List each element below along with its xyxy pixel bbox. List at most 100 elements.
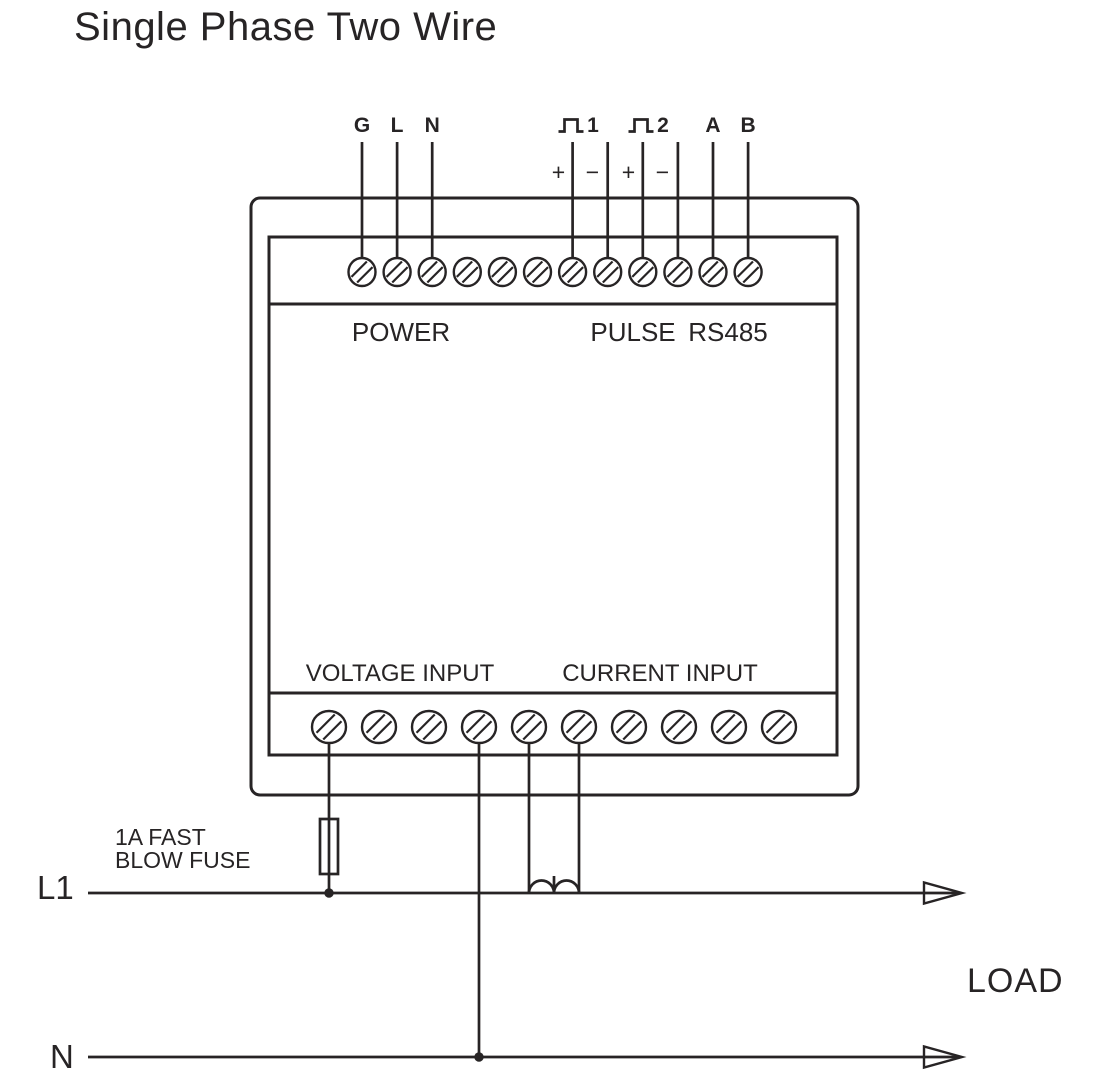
screw-slot-line — [631, 260, 649, 278]
terminal-screw — [382, 256, 412, 288]
pulse2-symbol-icon — [628, 118, 654, 133]
screw-slot-line — [701, 260, 719, 278]
screw-slot-line — [637, 266, 655, 284]
page-title: Single Phase Two Wire — [74, 5, 497, 49]
terminal-screw — [593, 256, 623, 288]
screw-slot-line — [515, 713, 536, 734]
screw-slot-line — [722, 720, 743, 741]
neutral-terminal-label: N — [425, 114, 440, 137]
terminal-screw — [663, 256, 693, 288]
screw-slot-line — [455, 260, 473, 278]
rs485-b-terminal-label: B — [741, 114, 756, 137]
screw-slot-line — [772, 720, 793, 741]
power-section-label: POWER — [352, 317, 450, 347]
fuse-note-line1: 1A FAST — [115, 824, 206, 850]
screw-slot-line — [365, 713, 386, 734]
terminal-screw — [360, 709, 398, 745]
screw-slot-line — [420, 260, 438, 278]
load-label: LOAD — [967, 962, 1064, 1000]
pulse2-minus-label: − — [656, 159, 669, 185]
device-outline — [249, 196, 860, 797]
terminal-screw — [733, 256, 763, 288]
voltage-input-section-label: VOLTAGE INPUT — [306, 660, 495, 687]
pulse1-symbol-icon — [558, 118, 584, 133]
pulse1-plus-label: + — [552, 159, 565, 185]
neutral-line-label: N — [50, 1038, 74, 1075]
terminal-screw — [487, 256, 518, 288]
screw-slot-line — [415, 713, 436, 734]
bottom-wiring — [88, 743, 959, 1059]
terminal-screw — [557, 256, 588, 288]
terminal-screw — [347, 256, 377, 288]
screw-slot-line — [461, 266, 479, 284]
terminal-screw — [628, 256, 658, 288]
screw-slot-line — [526, 260, 544, 278]
device-inner-panel — [267, 235, 839, 757]
screw-slot-line — [672, 720, 693, 741]
screw-slot-line — [572, 720, 593, 741]
screw-slot-line — [315, 713, 336, 734]
screw-slot-line — [736, 260, 754, 278]
screw-slot-line — [496, 266, 514, 284]
screw-slot-line — [765, 713, 786, 734]
pulse2-terminal-label: 2 — [657, 114, 669, 137]
screw-slot-line — [666, 260, 684, 278]
screw-slot-line — [596, 260, 614, 278]
screw-slot-line — [350, 260, 368, 278]
screw-slot-line — [356, 266, 374, 284]
phase-line-label: L1 — [37, 869, 74, 906]
screw-slot-line — [491, 260, 509, 278]
screw-slot-line — [615, 713, 636, 734]
screw-slot-line — [602, 266, 620, 284]
screw-slot-line — [422, 720, 443, 741]
screw-slot-line — [372, 720, 393, 741]
rs485-section-label: RS485 — [688, 317, 768, 347]
terminal-screw — [698, 256, 728, 288]
ground-terminal-label: G — [354, 114, 370, 137]
screw-slot-line — [565, 713, 586, 734]
rs485-a-terminal-label: A — [705, 114, 720, 137]
screw-slot-line — [561, 260, 579, 278]
screw-slot-line — [426, 266, 444, 284]
fuse-note: 1A FAST BLOW FUSE — [115, 824, 250, 873]
screw-slot-line — [622, 720, 643, 741]
terminal-screw — [522, 256, 553, 288]
bottom-terminal-row — [310, 709, 798, 745]
top-terminal-row — [347, 256, 763, 288]
screw-slot-line — [391, 266, 409, 284]
pulse-section-label: PULSE — [590, 317, 675, 347]
terminal-screw — [710, 709, 748, 745]
screw-slot-line — [322, 720, 343, 741]
terminal-screw — [310, 709, 348, 745]
current-input-section-label: CURRENT INPUT — [562, 660, 758, 687]
screw-slot-line — [742, 266, 760, 284]
neutral-junction-dot — [474, 1052, 484, 1062]
terminal-screw — [452, 256, 482, 288]
pulse1-terminal-label: 1 — [587, 114, 599, 137]
screw-slot-line — [472, 720, 493, 741]
terminal-screw — [660, 709, 698, 745]
terminal-screw — [417, 256, 447, 288]
screw-slot-line — [385, 260, 403, 278]
screw-slot-line — [522, 720, 543, 741]
screw-slot-line — [707, 266, 725, 284]
screw-slot-line — [665, 713, 686, 734]
screw-slot-line — [465, 713, 486, 734]
top-terminal-wires — [360, 142, 750, 259]
pulse1-minus-label: − — [586, 159, 599, 185]
screw-slot-line — [672, 266, 690, 284]
terminal-screw — [460, 709, 498, 745]
screw-slot-line — [715, 713, 736, 734]
screw-slot-line — [566, 266, 584, 284]
fuse-junction-dot — [324, 888, 334, 898]
screw-slot-line — [531, 266, 549, 284]
fuse-symbol — [318, 817, 340, 876]
terminal-screw — [610, 709, 648, 745]
line-terminal-label: L — [391, 114, 404, 137]
pulse2-plus-label: + — [622, 159, 635, 185]
terminal-screw — [760, 709, 798, 745]
terminal-screw — [510, 709, 548, 745]
terminal-screw — [560, 709, 598, 745]
fuse-note-line2: BLOW FUSE — [115, 847, 250, 873]
